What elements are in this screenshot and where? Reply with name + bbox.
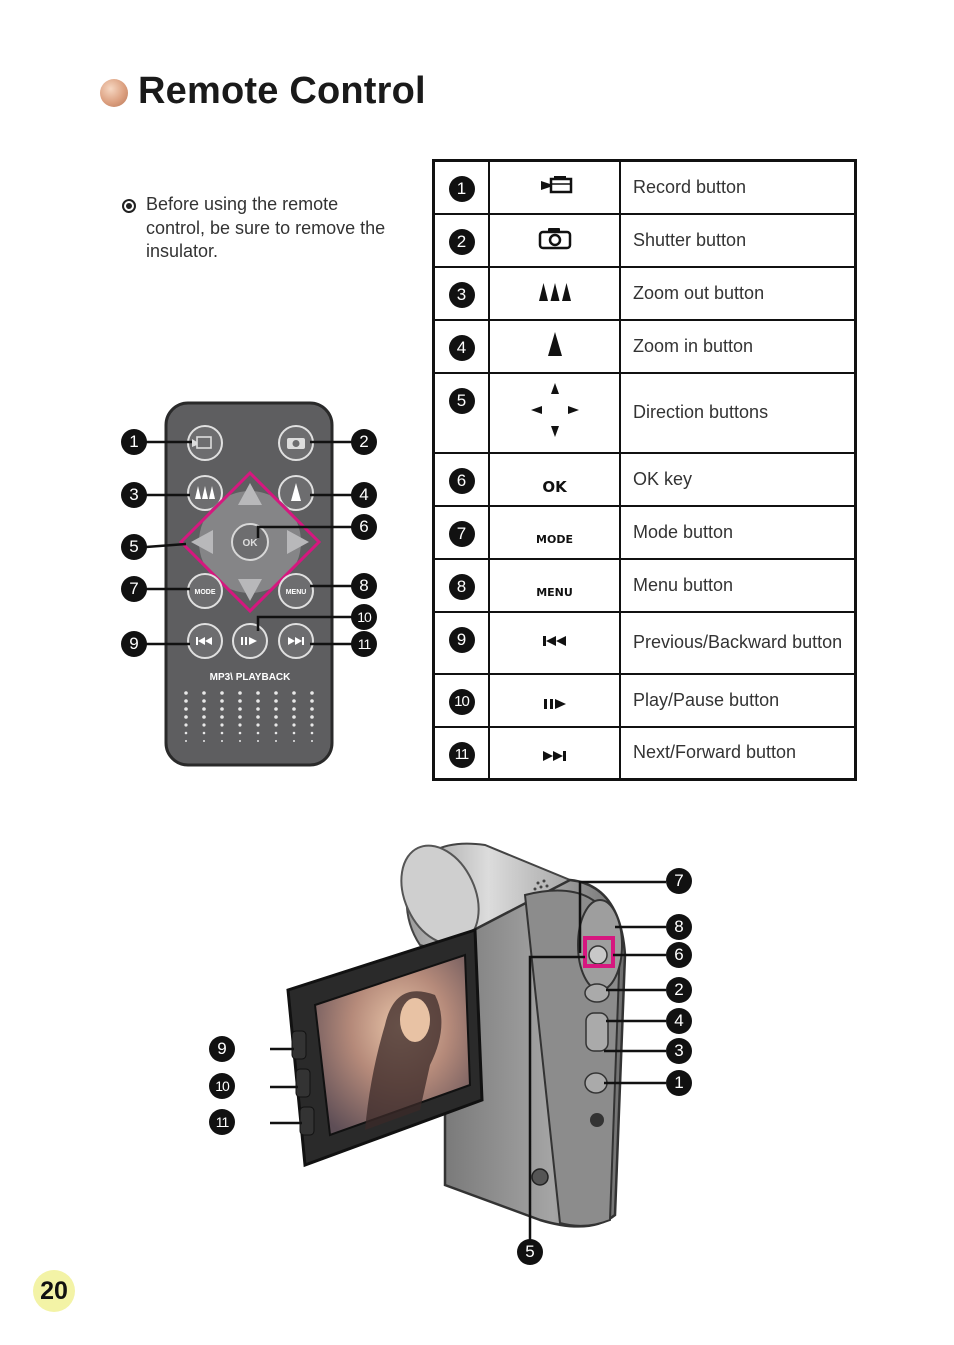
record-icon bbox=[540, 175, 572, 193]
remote-record-button bbox=[187, 425, 223, 461]
table-row: 5 Direction buttons bbox=[432, 371, 857, 454]
camera-callout-1: 1 bbox=[666, 1070, 692, 1096]
table-row: 3 Zoom out button bbox=[432, 265, 857, 321]
menu-icon-text: MENU bbox=[536, 585, 573, 599]
row-number: 10 bbox=[448, 688, 475, 715]
remote-zoom-out-button bbox=[187, 475, 223, 511]
row-label: Next/Forward button bbox=[619, 725, 857, 781]
remote-callout-4: 4 bbox=[351, 482, 377, 508]
camera-callout-3: 3 bbox=[666, 1038, 692, 1064]
remote-play-pause-button bbox=[232, 623, 268, 659]
camera-callout-8: 8 bbox=[666, 914, 692, 940]
row-label: Previous/Backward button bbox=[619, 610, 857, 675]
remote-zoom-in-button bbox=[278, 475, 314, 511]
camera-icon bbox=[538, 227, 571, 249]
play-pause-icon bbox=[543, 698, 566, 709]
remote-next-button bbox=[278, 623, 314, 659]
row-number: 1 bbox=[448, 176, 475, 202]
row-label: Play/Pause button bbox=[619, 672, 857, 728]
remote-control-illustration: OK MODE MENU MP3\ PLAYBACK bbox=[145, 401, 352, 767]
remote-callout-3: 3 bbox=[121, 482, 147, 508]
row-label: Direction buttons bbox=[619, 371, 857, 454]
previous-icon bbox=[542, 636, 566, 646]
table-row: 2 Shutter button bbox=[432, 212, 857, 268]
remote-callout-10: 10 bbox=[351, 604, 377, 630]
camcorder-illustration bbox=[270, 842, 666, 1240]
title-bullet-icon bbox=[100, 79, 128, 107]
row-label: Shutter button bbox=[619, 212, 857, 268]
camera-callout-9: 9 bbox=[209, 1036, 235, 1062]
row-label: Zoom out button bbox=[619, 265, 857, 321]
row-label: Mode button bbox=[619, 504, 857, 560]
table-row: 8 MENU Menu button bbox=[432, 557, 857, 613]
zoom-in-icon bbox=[547, 331, 562, 356]
row-number: 4 bbox=[448, 334, 475, 361]
row-label: Menu button bbox=[619, 557, 857, 613]
zoom-out-icon bbox=[538, 282, 571, 301]
table-row: 1 Record button bbox=[432, 159, 857, 215]
remote-callout-7: 7 bbox=[121, 576, 147, 602]
camera-callout-6: 6 bbox=[666, 942, 692, 968]
remote-shutter-button bbox=[278, 425, 314, 461]
note-bullet-icon bbox=[122, 199, 136, 213]
row-number: 8 bbox=[448, 573, 475, 600]
row-number: 11 bbox=[448, 741, 475, 768]
remote-previous-button bbox=[187, 623, 223, 659]
row-number: 6 bbox=[448, 467, 475, 494]
remote-speaker-dots bbox=[184, 691, 314, 742]
camera-callout-11: 11 bbox=[209, 1109, 235, 1135]
row-number: 2 bbox=[448, 228, 475, 255]
row-number: 7 bbox=[448, 520, 475, 547]
ok-icon-text: OK bbox=[542, 477, 567, 496]
table-row: 6 OK OK key bbox=[432, 451, 857, 507]
mode-icon-text: MODE bbox=[536, 532, 573, 546]
remote-ok-label: OK bbox=[243, 538, 259, 549]
remote-menu-button: MENU bbox=[278, 573, 314, 609]
table-row: 11 Next/Forward button bbox=[432, 725, 857, 781]
remote-callout-5: 5 bbox=[121, 534, 147, 560]
page-title: Remote Control bbox=[138, 70, 426, 112]
svg-text:MENU: MENU bbox=[286, 589, 307, 596]
table-row: 4 Zoom in button bbox=[432, 318, 857, 374]
remote-playback-label: MP3\ PLAYBACK bbox=[210, 672, 292, 683]
camera-callout-10: 10 bbox=[209, 1073, 235, 1099]
camera-callout-7: 7 bbox=[666, 868, 692, 894]
row-label: OK key bbox=[619, 451, 857, 507]
remote-callout-2: 2 bbox=[351, 429, 377, 455]
remote-callout-11: 11 bbox=[351, 631, 377, 657]
camera-callout-4: 4 bbox=[666, 1008, 692, 1034]
row-label: Record button bbox=[619, 159, 857, 215]
next-icon bbox=[542, 751, 566, 761]
note-text: Before using the remote control, be sure… bbox=[146, 194, 386, 261]
table-row: 9 Previous/Backward button bbox=[432, 610, 857, 675]
remote-mode-button: MODE bbox=[187, 573, 223, 609]
row-number: 9 bbox=[448, 626, 475, 653]
table-row: 7 MODE Mode button bbox=[432, 504, 857, 560]
direction-arrows-icon bbox=[530, 383, 579, 437]
svg-text:MODE: MODE bbox=[195, 589, 216, 596]
remote-callout-1: 1 bbox=[121, 429, 147, 455]
table-row: 10 Play/Pause button bbox=[432, 672, 857, 728]
remote-callout-8: 8 bbox=[351, 573, 377, 599]
camera-callout-2: 2 bbox=[666, 977, 692, 1003]
camera-callout-5: 5 bbox=[517, 1239, 543, 1265]
page-number: 20 bbox=[33, 1270, 75, 1312]
remote-callout-6: 6 bbox=[351, 514, 377, 540]
row-label: Zoom in button bbox=[619, 318, 857, 374]
row-number: 5 bbox=[448, 387, 475, 414]
row-number: 3 bbox=[448, 281, 475, 308]
button-reference-table: 1 Record button 2 Shutter button 3 Zoom … bbox=[432, 159, 857, 781]
remote-callout-9: 9 bbox=[121, 631, 147, 657]
